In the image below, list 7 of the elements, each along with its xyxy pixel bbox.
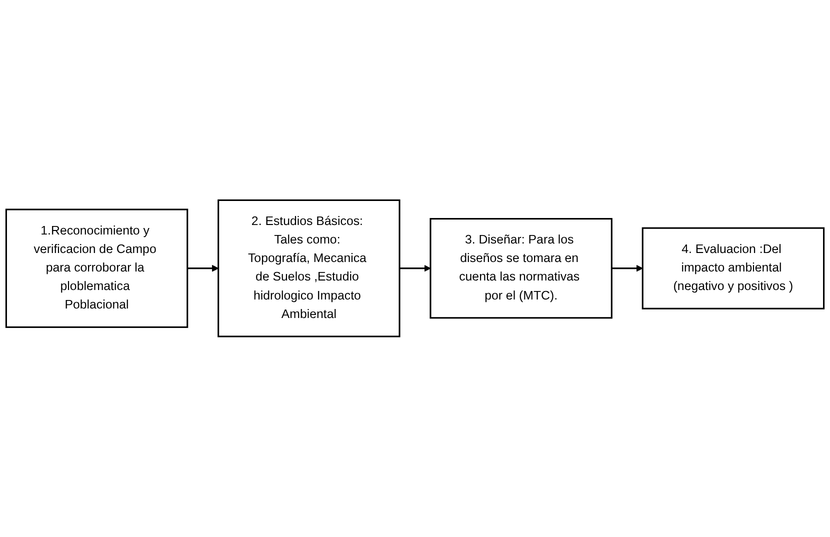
- arrow: [187, 265, 219, 272]
- node-box: 1.Reconocimiento y verificacion de Campo para corroborar la ploblematica Poblacional: [5, 208, 188, 328]
- node-box: 2. Estudios Básicos: Tales como: Topografía, Mecanica de Suelos ,Estudio hidrologico Impacto Ambiental: [218, 200, 400, 338]
- node-box: 3. Diseñar: Para los diseños se tomara en cuenta las normativas por el (MTC).: [430, 218, 612, 319]
- arrow: [612, 265, 643, 272]
- arrow: [400, 265, 431, 272]
- node-box: 4. Evaluacion :Del impacto ambiental (negativo y positivos ): [642, 227, 825, 310]
